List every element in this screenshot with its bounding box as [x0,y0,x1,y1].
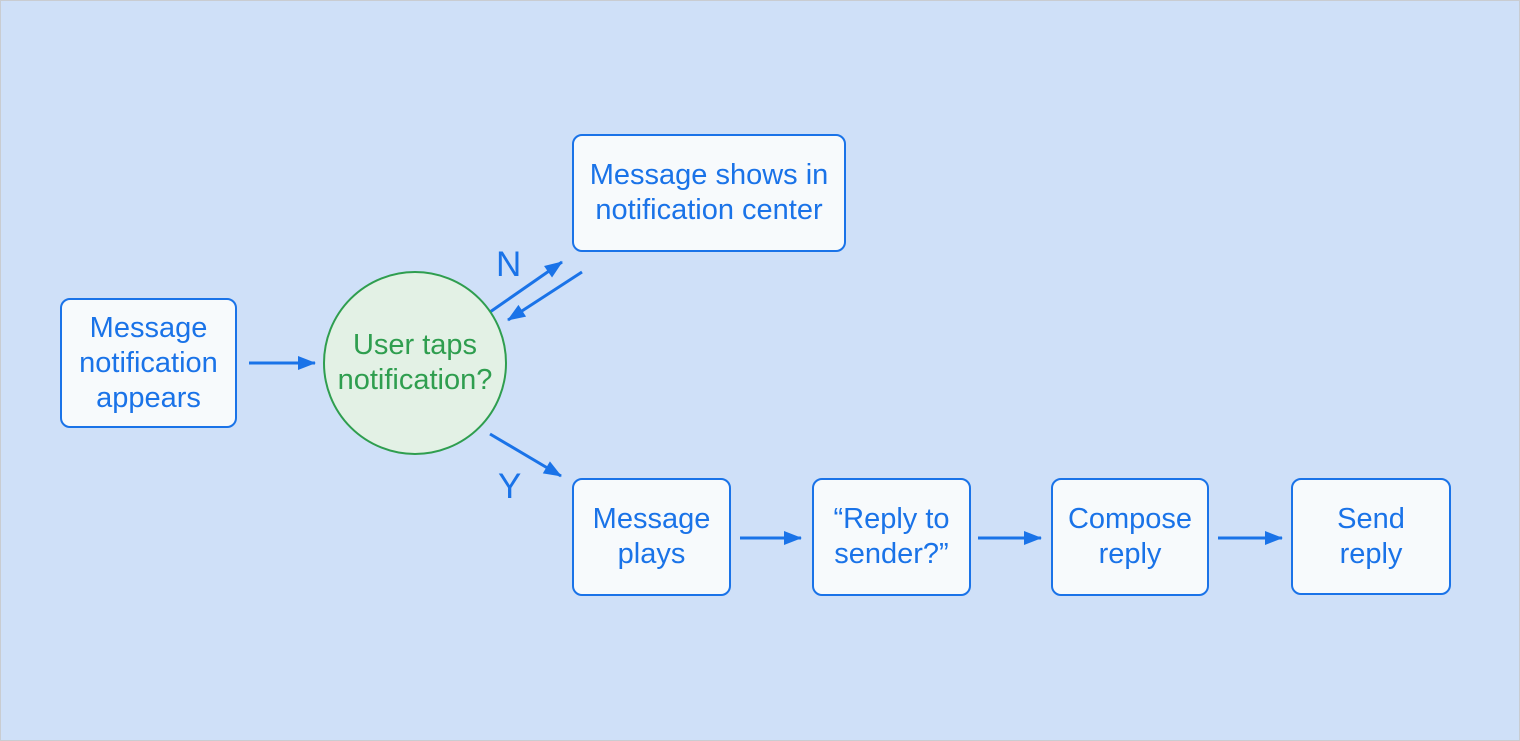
node-reply-to-sender: “Reply to sender?” [812,478,971,596]
node-message-plays: Message plays [572,478,731,596]
node-compose-reply: Compose reply [1051,478,1209,596]
node-send-reply: Send reply [1291,478,1451,595]
node-decision-user-taps-notification: User taps notification? [323,271,507,455]
branch-label-yes: Y [498,467,522,506]
node-message-shows-in-notification-center: Message shows in notification center [572,134,846,252]
branch-label-no: N [496,245,522,284]
node-message-notification-appears: Message notification appears [60,298,237,428]
